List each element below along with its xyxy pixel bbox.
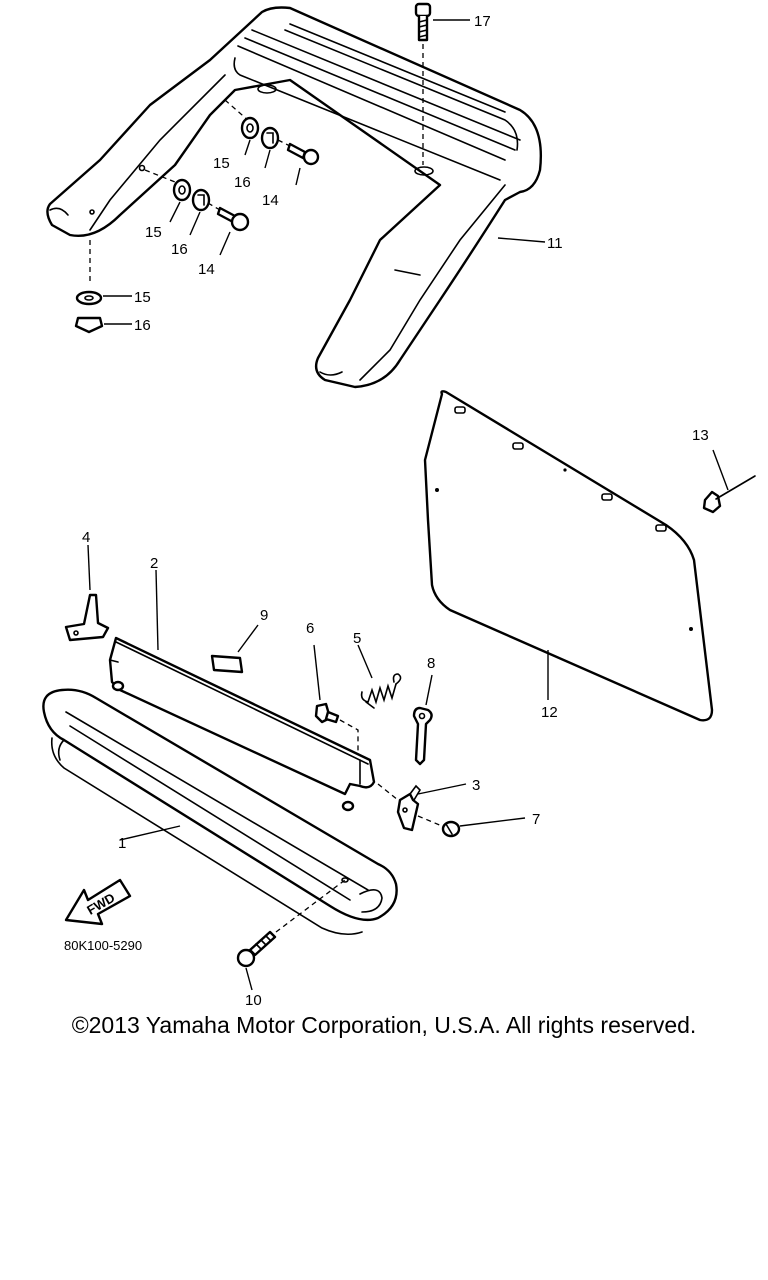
callout-8: 8 bbox=[427, 655, 435, 672]
pin-8-part bbox=[412, 674, 433, 766]
mud-flap-part bbox=[423, 390, 714, 722]
bumper-bar-part bbox=[42, 688, 398, 936]
callout-12: 12 bbox=[541, 704, 558, 721]
hinge-plate-part bbox=[108, 569, 376, 812]
bolt-17-part bbox=[414, 2, 470, 165]
diagram-code: 80K100-5290 bbox=[64, 938, 142, 953]
callout-1: 1 bbox=[118, 835, 126, 852]
callout-3: 3 bbox=[472, 777, 480, 794]
hardware-set-bottom bbox=[74, 240, 132, 334]
callout-16-bottom: 16 bbox=[134, 317, 151, 334]
bracket-3-part bbox=[377, 783, 467, 832]
callout-15-lower: 15 bbox=[145, 224, 162, 241]
callout-5: 5 bbox=[353, 630, 361, 647]
callout-2: 2 bbox=[150, 555, 158, 572]
label-9-part bbox=[210, 624, 259, 674]
hardware-set-upper bbox=[224, 99, 320, 186]
callout-15-bottom: 15 bbox=[134, 289, 151, 306]
parts-diagram: FWD 80K100-5290 1 2 3 4 5 6 7 8 9 10 11 … bbox=[42, 2, 756, 1009]
bolt-10-part bbox=[236, 879, 346, 991]
callout-4: 4 bbox=[82, 529, 90, 546]
clip-13-part bbox=[702, 449, 756, 514]
copyright-notice: ©2013 Yamaha Motor Corporation, U.S.A. A… bbox=[71, 1012, 697, 1038]
callout-16-lower: 16 bbox=[171, 241, 188, 258]
callout-6: 6 bbox=[306, 620, 314, 637]
bracket-4-part bbox=[64, 544, 110, 642]
callout-11: 11 bbox=[547, 235, 563, 252]
spring-5-part bbox=[357, 644, 402, 709]
callout-14-upper: 14 bbox=[262, 192, 279, 209]
callout-14-lower: 14 bbox=[198, 261, 215, 278]
callout-13: 13 bbox=[692, 427, 709, 444]
callout-7: 7 bbox=[532, 811, 540, 828]
callout-17: 17 bbox=[474, 13, 491, 30]
hardware-set-lower bbox=[144, 169, 250, 256]
bolt-6-part bbox=[313, 644, 359, 752]
nut-7-part bbox=[417, 815, 526, 838]
bumper-frame-part bbox=[46, 6, 542, 389]
callout-9: 9 bbox=[260, 607, 268, 624]
callout-16-upper: 16 bbox=[234, 174, 251, 191]
callout-10: 10 bbox=[245, 992, 262, 1009]
callout-15-upper: 15 bbox=[213, 155, 230, 172]
forward-direction-arrow-icon: FWD bbox=[64, 878, 132, 926]
callout-labels: 1 2 3 4 5 6 7 8 9 10 11 12 13 14 14 15 1… bbox=[82, 13, 709, 1009]
